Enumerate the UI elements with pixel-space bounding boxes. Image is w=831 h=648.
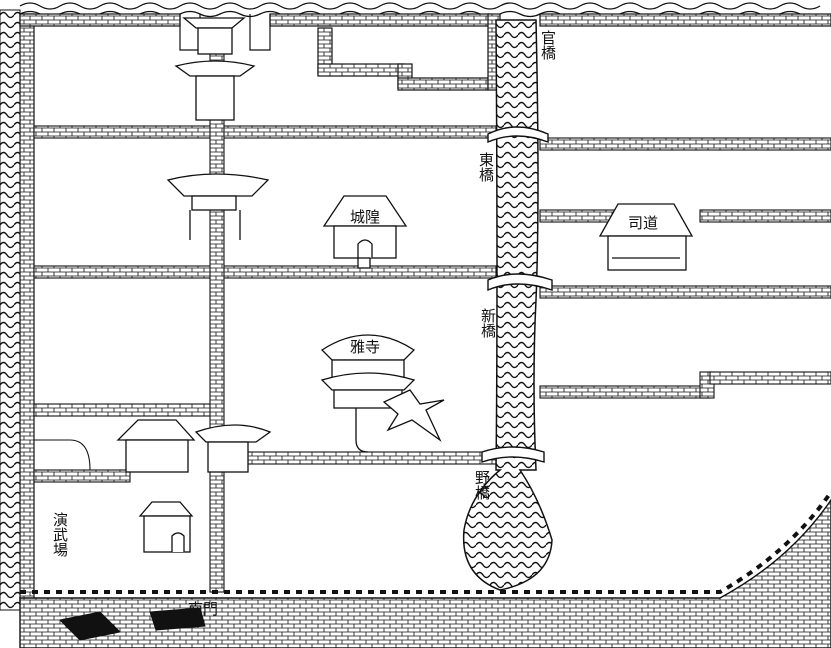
building-gate-pavilion — [166, 173, 270, 240]
river — [462, 19, 553, 591]
sign-lower-temple: 雅寺 — [350, 338, 380, 356]
label-bridge-top: 官橋 — [539, 30, 557, 60]
label-training-ground: 演武場 — [51, 512, 69, 557]
city-walls — [19, 13, 831, 605]
building-town-god-temple — [322, 195, 408, 269]
label-bridge-mid: 東橋 — [477, 152, 495, 182]
building-top-pavilion — [174, 17, 256, 121]
sign-gate: 南門 — [188, 600, 218, 618]
label-bridge-bottom: 野橋 — [473, 470, 491, 500]
bridges — [481, 126, 553, 463]
label-bridge-lower: 新橋 — [479, 308, 497, 338]
sign-prefecture-office: 司道 — [628, 214, 658, 232]
building-prefecture-office — [598, 203, 694, 271]
sign-town-god-temple: 城隍 — [350, 208, 380, 226]
left-tree-strip — [0, 9, 21, 611]
building-south-west-gate — [116, 419, 272, 473]
building-lower-temple — [320, 334, 445, 453]
building-training-hall — [138, 501, 194, 553]
south-wall-battlements — [20, 490, 831, 594]
south-gate-marks — [58, 607, 206, 641]
